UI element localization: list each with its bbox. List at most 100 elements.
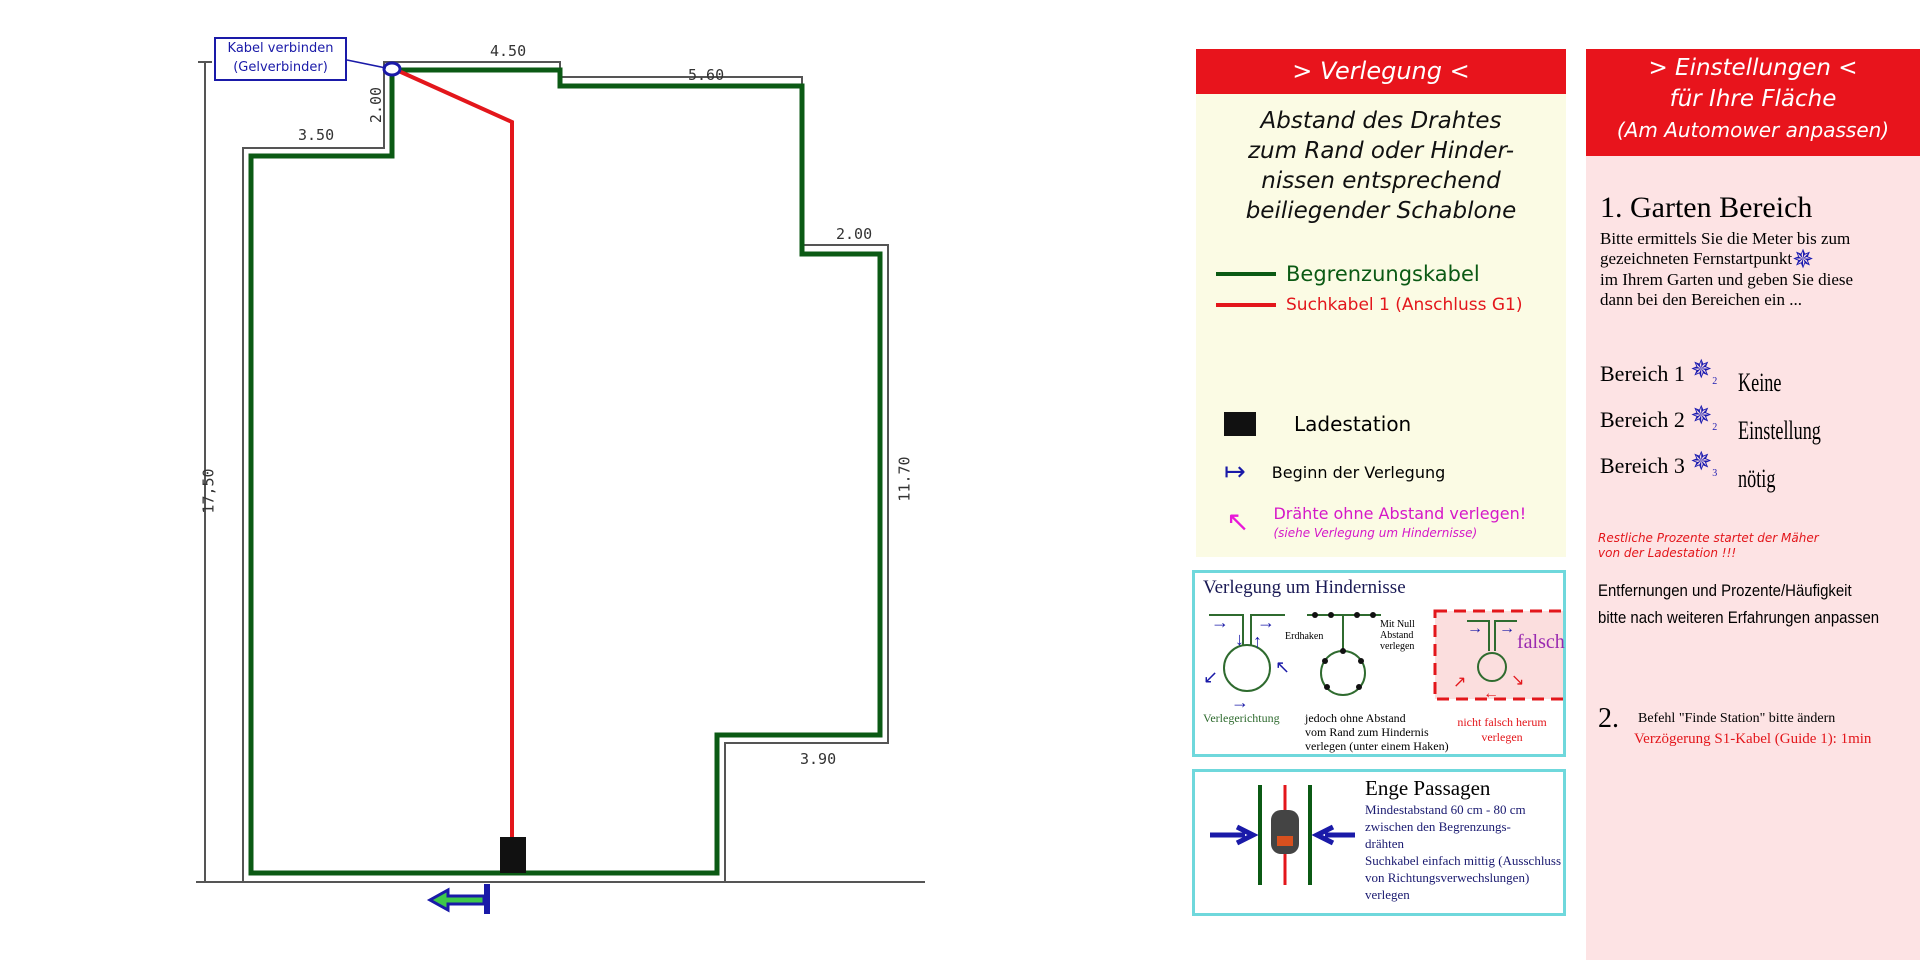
dim-label: 11.70 (895, 456, 914, 502)
connector-callout: Kabel verbinden (Gelverbinder) (214, 37, 347, 81)
section2-number: 2. (1598, 703, 1619, 734)
area-label: Bereich 2 (1600, 407, 1685, 433)
star-icon: ✵3 (1690, 447, 1718, 480)
section1-text: Bitte ermittels Sie die Meter bis zum ge… (1600, 229, 1853, 310)
passage-diagram (1210, 785, 1355, 885)
area-number: 3 (1712, 468, 1718, 480)
intro-line: Abstand des Drahtes (1260, 108, 1502, 134)
text-line: gezeichneten Fernstartpunkt (1600, 249, 1793, 268)
adjust-note: Entfernungen und Prozente/Häufigkeit bitt… (1598, 577, 1879, 631)
obstacles-diagram: →→↓↑↙↖→ →→↗↘← (1203, 609, 1563, 712)
dim-label: 3.50 (298, 126, 335, 144)
settings-panel: > Einstellungen < für Ihre Fläche (Am Auto… (1586, 49, 1920, 960)
svg-text:←: ← (1483, 685, 1499, 702)
svg-text:↑: ↑ (1253, 631, 1262, 651)
intro-line: nissen entsprechend (1261, 168, 1501, 194)
legend-label: Suchkabel 1 (Anschluss G1) (1286, 295, 1523, 315)
legend-station: Ladestation (1216, 412, 1411, 436)
passage-line: drähten (1365, 836, 1404, 851)
callout-line: (Gelverbinder) (233, 60, 328, 75)
area-list: Bereich 1 ✵2 Bereich 2 ✵2 Bereich 3 ✵3 (1600, 353, 1717, 492)
legend-no-gap: ↖ Drähte ohne Abstand verlegen! (siehe Ver… (1216, 504, 1526, 540)
note-line: verlegen (unter einem Haken) (1305, 739, 1449, 753)
green-line-icon (1216, 272, 1276, 276)
red-line-icon (1216, 303, 1276, 307)
area-label: Bereich 3 (1600, 453, 1685, 479)
area-number: 2 (1712, 376, 1718, 388)
mower-icon (1271, 810, 1299, 854)
legend-label: Drähte ohne Abstand verlegen! (1273, 504, 1527, 523)
legend-panel: Abstand des Drahtes zum Rand oder Hinder… (1196, 94, 1566, 557)
star-icon: ✵ (1792, 245, 1814, 275)
station-icon (1224, 412, 1256, 436)
wrong-label: falsch (1517, 631, 1565, 653)
passage-line: von Richtungsverwechslungen) verlegen (1365, 870, 1530, 902)
label-line: Mit Null (1380, 619, 1415, 630)
svg-text:→: → (1257, 612, 1275, 632)
text-line: Bitte ermittels Sie die Meter bis zum (1600, 229, 1851, 248)
note-line: verlegen (1481, 730, 1523, 744)
connector-icon (382, 61, 402, 77)
obstacles-box: Verlegung um Hindernisse →→↓↑↙↖→ →→↗↘← M… (1192, 570, 1566, 757)
header-line: für Ihre Fläche (1669, 86, 1837, 112)
svg-text:↖: ↖ (1275, 657, 1290, 677)
legend-intro: Abstand des Drahtes zum Rand oder Hinder… (1196, 106, 1566, 226)
legend-label: Beginn der Verlegung (1271, 462, 1446, 482)
dim-label: 17,50 (199, 468, 218, 514)
star-icon: ✵2 (1690, 401, 1718, 434)
section1-title: 1. Garten Bereich (1600, 191, 1813, 224)
area-item: Bereich 1 ✵2 (1600, 353, 1717, 399)
section2-command: Befehl "Finde Station" bitte ändern (1638, 711, 1836, 726)
note-line: nötig (1738, 464, 1776, 493)
legend-label: Ladestation (1294, 412, 1412, 436)
passages-title: Enge Passagen (1365, 776, 1491, 800)
settings-header: > Einstellungen < für Ihre Fläche (Am Auto… (1586, 49, 1920, 156)
dim-label: 3.90 (800, 750, 837, 768)
legend-start: ↦Beginn der Verlegung (1216, 459, 1446, 485)
start-arrow-icon (426, 884, 490, 914)
area-number: 2 (1712, 422, 1718, 434)
boundary-wire (248, 67, 883, 876)
passage-line: Mindestabstand 60 cm - 80 cm (1365, 802, 1526, 817)
obstacles-title: Verlegung um Hindernisse (1203, 577, 1406, 598)
note-line: von der Ladestation !!! (1598, 546, 1737, 560)
pink-arrow-icon: ↖ (1226, 505, 1250, 538)
area-item: Bereich 3 ✵3 (1600, 445, 1717, 491)
header-line: (Am Automower anpassen) (1616, 118, 1890, 142)
note-line: Entfernungen und Prozente/Häufigkeit (1598, 581, 1852, 600)
legend-label: Begrenzungskabel (1286, 262, 1480, 286)
header-line: > Einstellungen < (1648, 55, 1858, 81)
passage-line: Suchkabel einfach mittig (Ausschluss (1365, 853, 1562, 868)
garden-plan (196, 59, 925, 914)
svg-text:↗: ↗ (1453, 674, 1466, 691)
callout-line: Kabel verbinden (227, 41, 334, 56)
dim-label: 5.60 (688, 66, 725, 84)
svg-text:→: → (1231, 692, 1249, 712)
note-line: vom Rand zum Hindernis (1305, 725, 1429, 739)
passages-box: Enge Passagen Mindestabstand 60 cm - 80 … (1192, 769, 1566, 916)
label-line: Abstand (1380, 630, 1414, 641)
svg-text:↙: ↙ (1203, 667, 1218, 687)
legend-header: > Verlegung < (1196, 49, 1566, 94)
legend-note: (siehe Verlegung um Hindernisse) (1273, 526, 1478, 540)
svg-text:→: → (1467, 620, 1483, 637)
direction-label: Verlegerichtung (1203, 711, 1280, 725)
note-line: Restliche Prozente startet der Mäher (1598, 531, 1819, 545)
guide-wire (391, 66, 514, 855)
note-line: bitte nach weiteren Erfahrungen anpassen (1598, 608, 1880, 627)
dim-label: 2.00 (367, 86, 386, 124)
area-label: Bereich 1 (1600, 361, 1685, 387)
area-item: Bereich 2 ✵2 (1600, 399, 1717, 445)
intro-line: zum Rand oder Hinder- (1247, 138, 1515, 164)
note-line: Keine Einstellung (1738, 368, 1821, 445)
section2-delay: Verzögerung S1-Kabel (Guide 1): 1min (1634, 731, 1872, 747)
svg-text:↘: ↘ (1511, 672, 1524, 689)
svg-text:→: → (1499, 620, 1515, 637)
passage-line: zwischen den Begrenzungs- (1365, 819, 1511, 834)
text-line: dann bei den Bereichen ein ... (1600, 290, 1803, 310)
no-setting-note: Keine Einstellung nötig (1738, 359, 1865, 503)
